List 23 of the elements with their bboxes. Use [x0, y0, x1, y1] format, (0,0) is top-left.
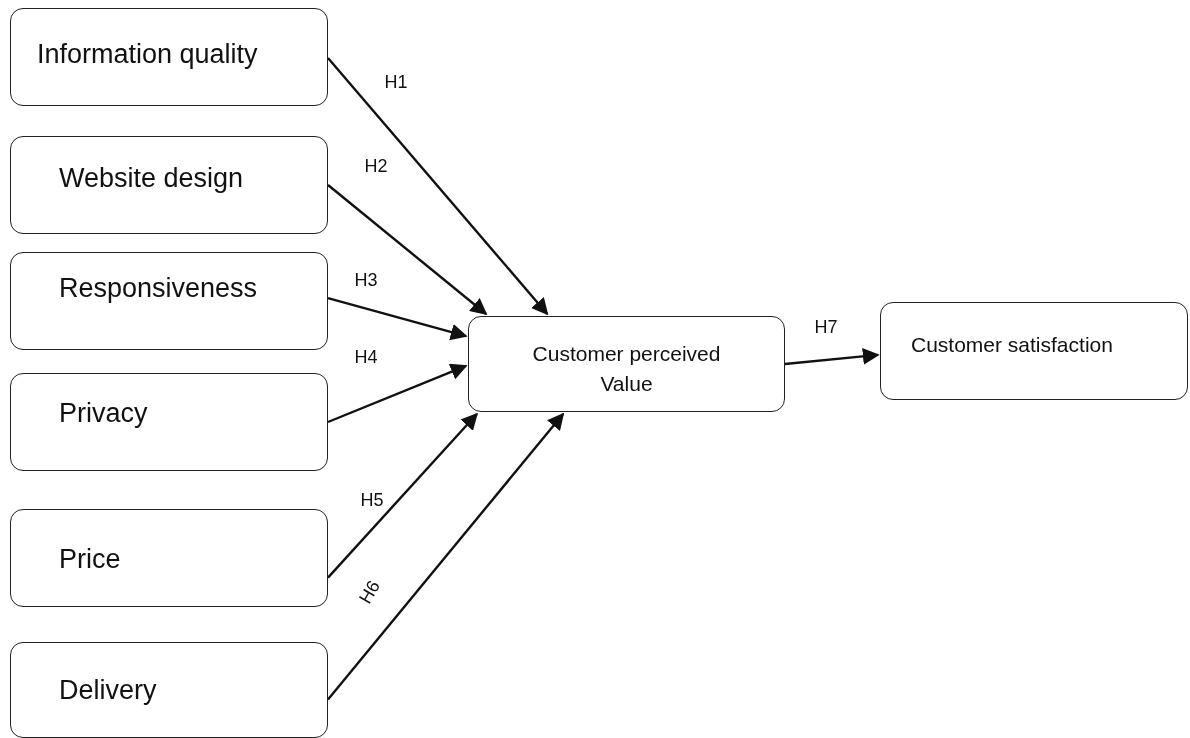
arrow — [327, 296, 468, 341]
construct-label: Delivery — [59, 675, 157, 706]
construct-box — [10, 8, 328, 106]
arrow — [327, 184, 488, 316]
construct-box — [10, 373, 328, 471]
construct-label: Website design — [59, 163, 244, 194]
construct-label: Information quality — [37, 39, 258, 70]
construct-box — [10, 252, 328, 350]
construct-box — [10, 642, 328, 738]
construct-label: Privacy — [59, 398, 148, 429]
arrow — [327, 57, 549, 316]
arrow — [327, 412, 565, 701]
construct-label: Price — [59, 544, 121, 575]
arrow — [784, 348, 880, 366]
construct-label: Responsiveness — [59, 273, 258, 304]
construct-box — [468, 316, 785, 412]
construct-box — [10, 136, 328, 234]
construct-label: Customer perceived Value — [531, 341, 722, 397]
arrow — [327, 412, 478, 579]
construct-box — [10, 509, 328, 607]
construct-box — [880, 302, 1188, 400]
arrow — [327, 363, 468, 424]
construct-label: Customer satisfaction — [911, 333, 1113, 357]
